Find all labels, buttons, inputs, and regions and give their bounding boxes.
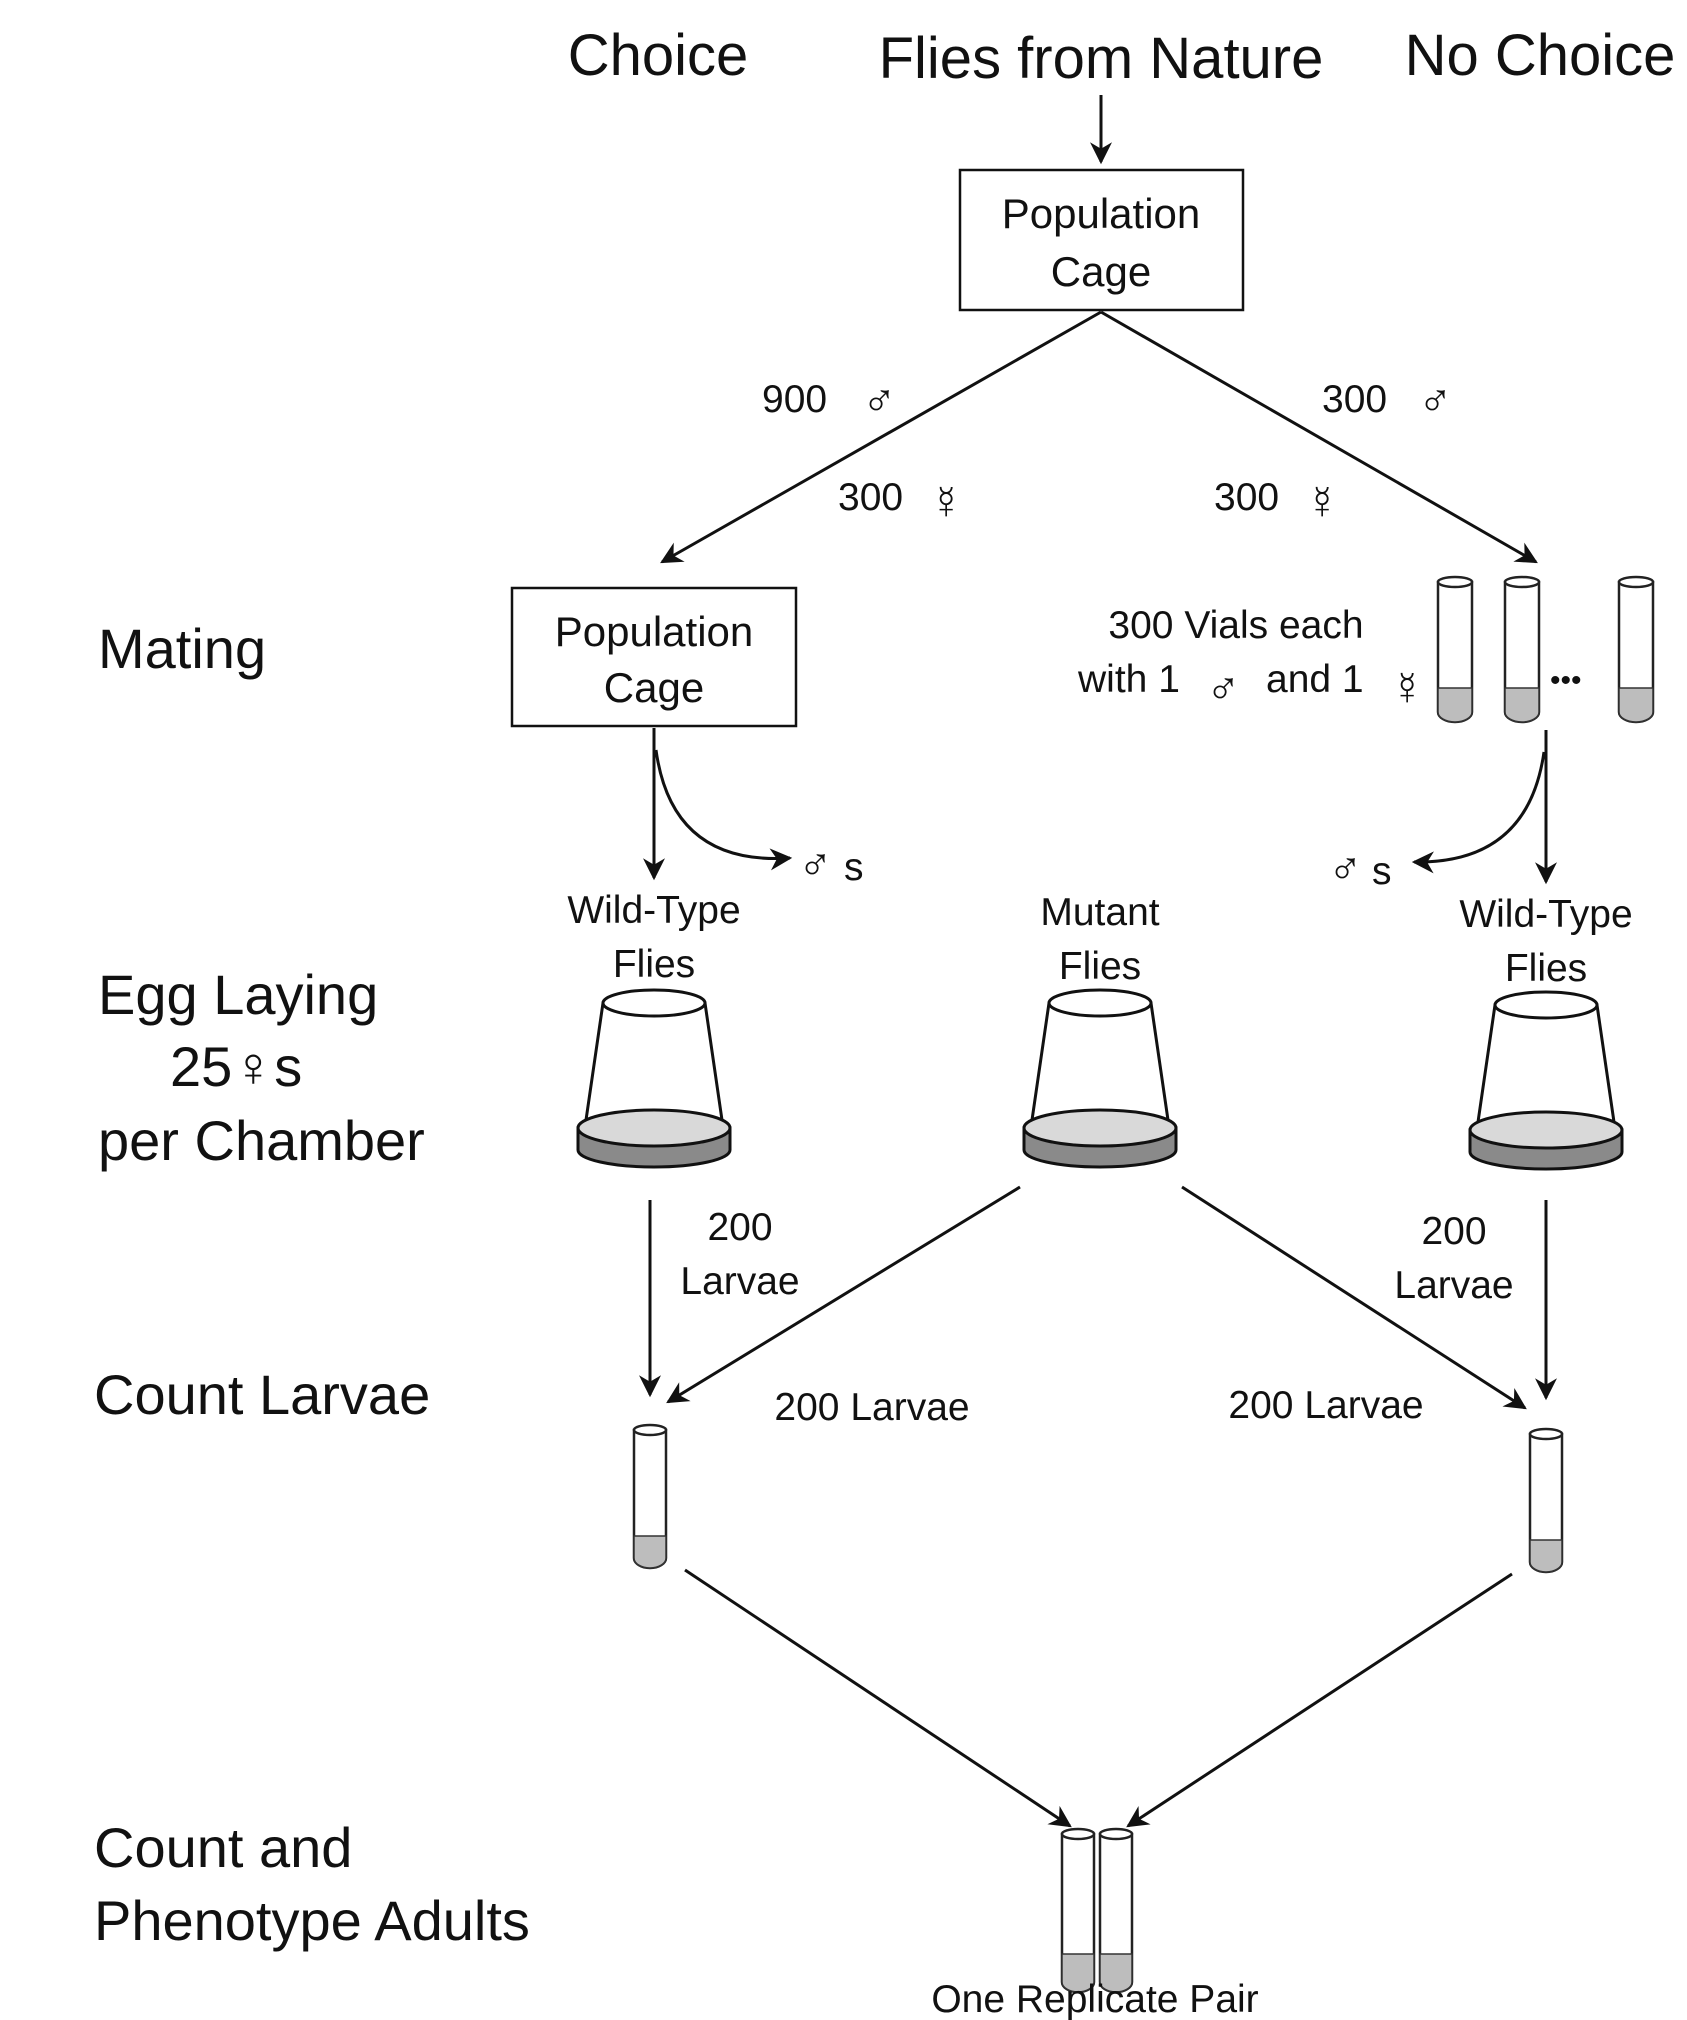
- count-larvae-vial-right: [1528, 1427, 1564, 1574]
- top-population-cage: [958, 168, 1245, 312]
- vials-label-2b: and 1: [1266, 658, 1364, 701]
- wild-type-right-label-2: Flies: [1505, 947, 1587, 990]
- arrow-nochoice-remove-males: [1411, 751, 1546, 874]
- nochoice-females-count: 300: [1214, 476, 1279, 519]
- top-cage-label-1: Population: [1002, 190, 1201, 237]
- choice-population-cage: [510, 586, 798, 728]
- wild-type-left-label-2: Flies: [613, 943, 695, 986]
- choice-males-count: 900: [762, 378, 827, 421]
- mating-vial: [1503, 575, 1541, 724]
- larvae-mutant-right: 200 Larvae: [1228, 1384, 1423, 1427]
- header-choice: Choice: [568, 23, 749, 88]
- mutant-label-2: Flies: [1059, 945, 1141, 988]
- nochoice-removed-males-symbol: ♂: [1328, 842, 1363, 894]
- choice-cage-label-1: Population: [555, 608, 754, 655]
- egg-laying-chamber-wild-type-right: [1468, 990, 1624, 1171]
- vials-label-1: 300 Vials each: [1108, 604, 1363, 647]
- vials-female-symbol: ☿: [1390, 662, 1425, 714]
- top-cage-label-2: Cage: [1051, 248, 1151, 295]
- choice-cage-label-2: Cage: [604, 664, 704, 711]
- stage-egg-laying: Egg Laying: [98, 963, 378, 1026]
- nochoice-males-count: 300: [1322, 378, 1387, 421]
- stage-count-larvae: Count Larvae: [94, 1363, 430, 1426]
- larvae-right-count: 200: [1421, 1210, 1486, 1253]
- wild-type-right-label-1: Wild-Type: [1459, 893, 1632, 936]
- nochoice-removed-males-suffix: s: [1372, 850, 1392, 893]
- arrow-choice-remove-males: [654, 749, 793, 871]
- egg-laying-chamber-wild-type-left: [576, 988, 732, 1169]
- header-flies-from-nature: Flies from Nature: [879, 26, 1324, 91]
- choice-removed-males-symbol: ♂: [798, 838, 833, 890]
- arrow-right-vial-to-replicate: [1126, 1572, 1513, 1828]
- choice-males-symbol: ♂: [862, 374, 897, 426]
- choice-females-count: 300: [838, 476, 903, 519]
- stage-phenotype-adults: Phenotype Adults: [94, 1889, 530, 1952]
- replicate-vial-2: [1098, 1827, 1134, 1994]
- larvae-right-unit: Larvae: [1394, 1264, 1513, 1307]
- header-no-choice: No Choice: [1405, 23, 1676, 88]
- choice-removed-males-suffix: s: [844, 846, 864, 889]
- arrow-left-vial-to-replicate: [684, 1568, 1072, 1828]
- mating-vial: [1617, 575, 1655, 724]
- larvae-left-count: 200: [707, 1206, 772, 1249]
- wild-type-left-label-1: Wild-Type: [567, 889, 740, 932]
- count-larvae-vial-left: [632, 1423, 668, 1570]
- stage-egg-laying-count: 25♀s: [170, 1035, 302, 1098]
- egg-laying-chamber-mutant: [1022, 988, 1178, 1169]
- replicate-vial-1: [1060, 1827, 1096, 1994]
- mating-vial: [1436, 575, 1474, 724]
- stage-mating: Mating: [98, 617, 266, 680]
- arrow-cage-to-no-choice: [1100, 310, 1538, 564]
- nochoice-females-symbol: ☿: [1305, 476, 1340, 528]
- nochoice-males-symbol: ♂: [1418, 374, 1453, 426]
- larvae-left-unit: Larvae: [680, 1260, 799, 1303]
- arrow-mutant-to-right-vial: [1181, 1185, 1527, 1410]
- choice-females-symbol: ☿: [929, 476, 964, 528]
- vials-male-symbol: ♂: [1206, 662, 1241, 714]
- stage-egg-laying-chamber: per Chamber: [98, 1109, 425, 1172]
- arrow-cage-to-choice: [660, 310, 1102, 564]
- arrow-mutant-to-left-vial: [666, 1185, 1021, 1404]
- stage-count-adults: Count and: [94, 1816, 352, 1879]
- vials-ellipsis: •••: [1550, 664, 1582, 697]
- vials-label-2a: with 1: [1077, 658, 1180, 701]
- replicate-pair-label: One Replicate Pair: [931, 1978, 1258, 2020]
- mutant-label-1: Mutant: [1040, 891, 1159, 934]
- larvae-mutant-left: 200 Larvae: [774, 1386, 969, 1429]
